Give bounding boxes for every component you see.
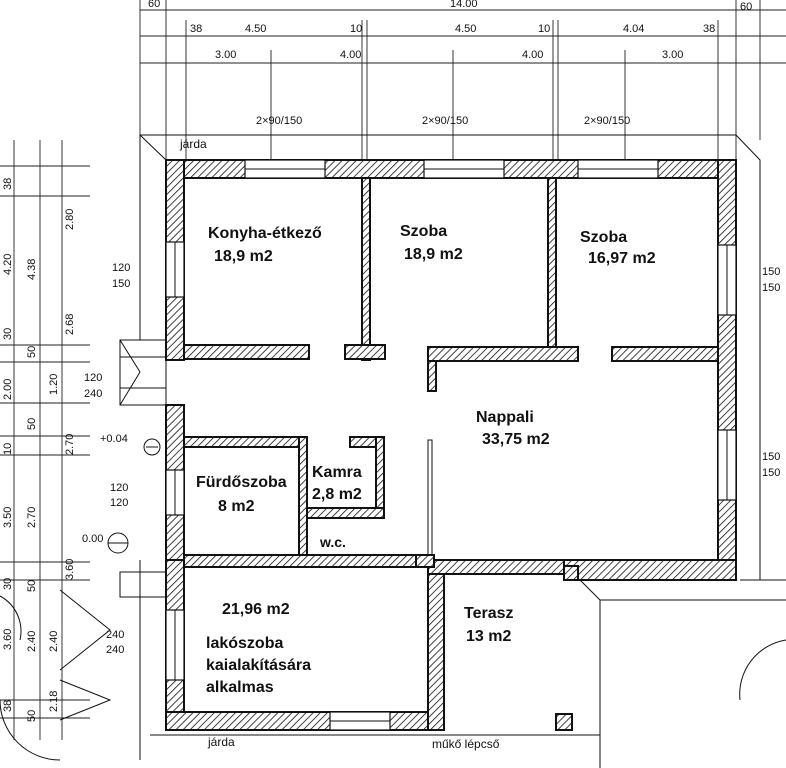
svg-text:150: 150 [762, 282, 780, 294]
svg-text:1.20: 1.20 [48, 374, 60, 395]
svg-text:50: 50 [26, 346, 38, 358]
svg-text:50: 50 [26, 418, 38, 430]
svg-text:120: 120 [110, 482, 128, 494]
bonus-line2: kaialakítására [206, 657, 311, 674]
kamra-area: 2,8 m2 [312, 486, 362, 503]
svg-text:2.00: 2.00 [2, 379, 14, 400]
svg-text:3.60: 3.60 [2, 629, 14, 650]
szoba1-name: Szoba [400, 223, 447, 240]
svg-text:240: 240 [84, 388, 102, 400]
svg-text:4.50: 4.50 [245, 23, 266, 35]
svg-text:3.50: 3.50 [2, 507, 14, 528]
svg-text:120: 120 [112, 262, 130, 274]
svg-text:4.04: 4.04 [623, 23, 644, 35]
entrance-steps [0, 339, 786, 761]
svg-text:240: 240 [106, 644, 124, 656]
nappali-name: Nappali [476, 409, 534, 426]
konyha-area: 18,9 m2 [214, 248, 273, 265]
left-dimensions: 38 4.20 30 2.00 10 3.50 30 3.60 38 4.38 … [2, 178, 76, 722]
top-dimensions: 60 14.00 60 38 4.50 10 4.50 10 4.04 38 3… [148, 0, 752, 61]
furdo-area: 8 m2 [218, 498, 255, 515]
svg-text:120: 120 [110, 497, 128, 509]
svg-text:14.00: 14.00 [450, 0, 478, 10]
lepcso-label: műkő lépcső [432, 737, 500, 751]
sidewalk-outline [139, 134, 786, 768]
svg-text:50: 50 [26, 710, 38, 722]
svg-text:3.00: 3.00 [215, 49, 236, 61]
kamra-name: Kamra [312, 464, 362, 481]
svg-text:2.40: 2.40 [48, 631, 60, 652]
terasz-area: 13 m2 [466, 628, 511, 645]
bonus-line3: alkalmas [206, 679, 274, 696]
left-dimension-lines [0, 140, 90, 740]
svg-text:38: 38 [2, 700, 14, 712]
svg-text:2.70: 2.70 [64, 434, 76, 455]
svg-text:60: 60 [148, 0, 160, 10]
top-dimension-lines [139, 0, 786, 160]
svg-text:150: 150 [762, 266, 780, 278]
svg-text:4.50: 4.50 [455, 23, 476, 35]
svg-text:10: 10 [538, 23, 550, 35]
svg-text:150: 150 [762, 451, 780, 463]
svg-text:60: 60 [740, 1, 752, 13]
furdo-name: Fürdőszoba [196, 474, 287, 491]
svg-text:38: 38 [2, 178, 14, 190]
jarda-top-label: járda [179, 137, 207, 151]
svg-text:10: 10 [2, 443, 14, 455]
szoba2-area: 16,97 m2 [588, 250, 656, 267]
svg-text:120: 120 [84, 372, 102, 384]
svg-text:2.70: 2.70 [26, 507, 38, 528]
svg-text:38: 38 [703, 23, 715, 35]
svg-text:2.40: 2.40 [26, 631, 38, 652]
nappali-area: 33,75 m2 [482, 431, 550, 448]
svg-text:2.18: 2.18 [48, 691, 60, 712]
svg-text:2.80: 2.80 [64, 209, 76, 230]
svg-text:3.60: 3.60 [64, 559, 76, 580]
window-top-1: 2×90/150 [256, 115, 302, 127]
svg-text:0.00: 0.00 [82, 533, 103, 545]
svg-text:2.68: 2.68 [64, 314, 76, 335]
svg-text:240: 240 [106, 629, 124, 641]
terasz-name: Terasz [464, 605, 514, 622]
konyha-name: Konyha-étkező [208, 225, 322, 242]
svg-text:4.38: 4.38 [26, 259, 38, 280]
windows [165, 159, 737, 731]
window-top-2: 2×90/150 [422, 115, 468, 127]
wc-label: w.c. [319, 534, 346, 550]
svg-text:4.00: 4.00 [522, 49, 543, 61]
svg-text:150: 150 [112, 278, 130, 290]
svg-text:150: 150 [762, 467, 780, 479]
svg-text:30: 30 [2, 328, 14, 340]
svg-text:50: 50 [26, 580, 38, 592]
svg-text:10: 10 [350, 23, 362, 35]
window-top-3: 2×90/150 [584, 115, 630, 127]
svg-text:38: 38 [190, 23, 202, 35]
bonus-line1: lakószoba [206, 635, 283, 652]
svg-text:4.20: 4.20 [2, 254, 14, 275]
svg-text:3.00: 3.00 [662, 49, 683, 61]
svg-text:+0.04: +0.04 [100, 433, 128, 445]
terrace-pillar [555, 713, 573, 731]
svg-text:30: 30 [2, 578, 14, 590]
szoba1-area: 18,9 m2 [404, 246, 463, 263]
szoba2-name: Szoba [580, 229, 627, 246]
window-sizes: 120 150 120 240 120 120 240 240 150 150 … [82, 262, 780, 656]
terrace-pillar-2 [563, 565, 579, 581]
jarda-bottom-label: járda [207, 735, 235, 749]
bonus-area: 21,96 m2 [222, 601, 290, 618]
svg-text:4.00: 4.00 [340, 49, 361, 61]
